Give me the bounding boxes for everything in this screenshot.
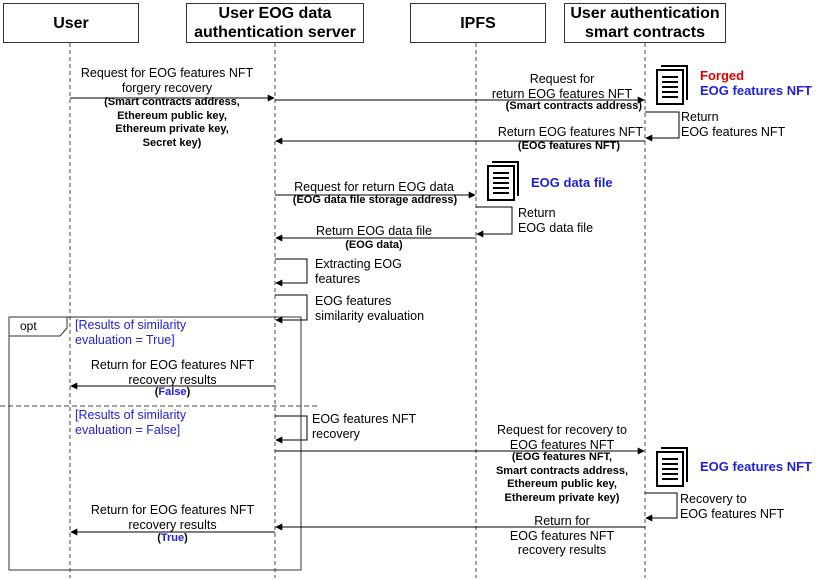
msg-self-extracting: Extracting EOG features [315, 257, 402, 286]
msg-request-recovery-nft-params: (EOG features NFT, Smart contracts addre… [495, 451, 629, 504]
opt-tab-shape [9, 316, 68, 337]
msg-return-results-false-params: (False) [154, 386, 191, 398]
msg-request-return-nft: Request for return EOG features NFT [491, 72, 633, 101]
msg-request-eog-data: Request for return EOG data [294, 180, 454, 194]
doc-label-forged-nft: EOG features NFT [700, 83, 812, 98]
msg-return-eog-file-params: (EOG data) [345, 239, 403, 251]
msg-self-return-nft: Return EOG features NFT [681, 110, 786, 139]
arrow-self-return-eog-file [476, 206, 513, 238]
doc-label-nft: EOG features NFT [700, 459, 812, 474]
msg-return-nft: Return EOG features NFT [497, 125, 643, 139]
arrow-self-extracting [275, 258, 308, 287]
arrow-self-recovery-nft [645, 492, 678, 522]
msg-request-forgery-recovery-params: (Smart contracts address, Ethereum publi… [104, 96, 240, 149]
arrow-self-return-nft [645, 111, 680, 142]
doc-label-eog-data-file: EOG data file [531, 175, 613, 190]
msg-request-forgery-recovery: Request for EOG features NFT forgery rec… [80, 66, 254, 95]
msg-return-results-true-params: (True) [157, 532, 188, 544]
msg-self-similarity: EOG features similarity evaluation [315, 294, 425, 323]
arrow-self-similarity [275, 294, 308, 324]
actor-ipfs: IPFS [410, 3, 546, 43]
msg-return-results-true: Return for EOG features NFT recovery res… [90, 503, 255, 532]
doc-label-forged: Forged [700, 68, 745, 83]
msg-request-recovery-nft: Request for recovery to EOG features NFT [497, 423, 627, 452]
document-icon [487, 161, 519, 201]
document-icon [656, 65, 688, 105]
opt-guard-true: [Results of similarity evaluation = True… [75, 318, 187, 347]
msg-return-nft-params: (EOG features NFT) [517, 140, 620, 152]
msg-request-eog-data-params: (EOG data file storage address) [292, 194, 458, 206]
msg-return-recovery-results: Return for EOG features NFT recovery res… [509, 514, 615, 557]
msg-self-return-eog-file: Return EOG data file [518, 206, 594, 235]
arrow-self-nft-recovery [275, 415, 308, 444]
opt-label: opt [20, 319, 37, 333]
actor-user: User [3, 3, 139, 43]
opt-frame [8, 316, 302, 571]
document-icon [656, 447, 688, 487]
msg-self-recovery-nft: Recovery to EOG features NFT [680, 492, 785, 521]
actor-auth-server: User EOG data authentication server [186, 3, 364, 43]
msg-return-results-false: Return for EOG features NFT recovery res… [90, 358, 255, 387]
opt-guard-false: [Results of similarity evaluation = Fals… [75, 408, 187, 437]
actor-smart-contracts: User authentication smart contracts [564, 3, 726, 43]
msg-request-return-nft-params: (Smart contracts address) [505, 100, 642, 112]
msg-self-nft-recovery: EOG features NFT recovery [312, 412, 417, 441]
msg-return-eog-file: Return EOG data file [315, 224, 433, 238]
